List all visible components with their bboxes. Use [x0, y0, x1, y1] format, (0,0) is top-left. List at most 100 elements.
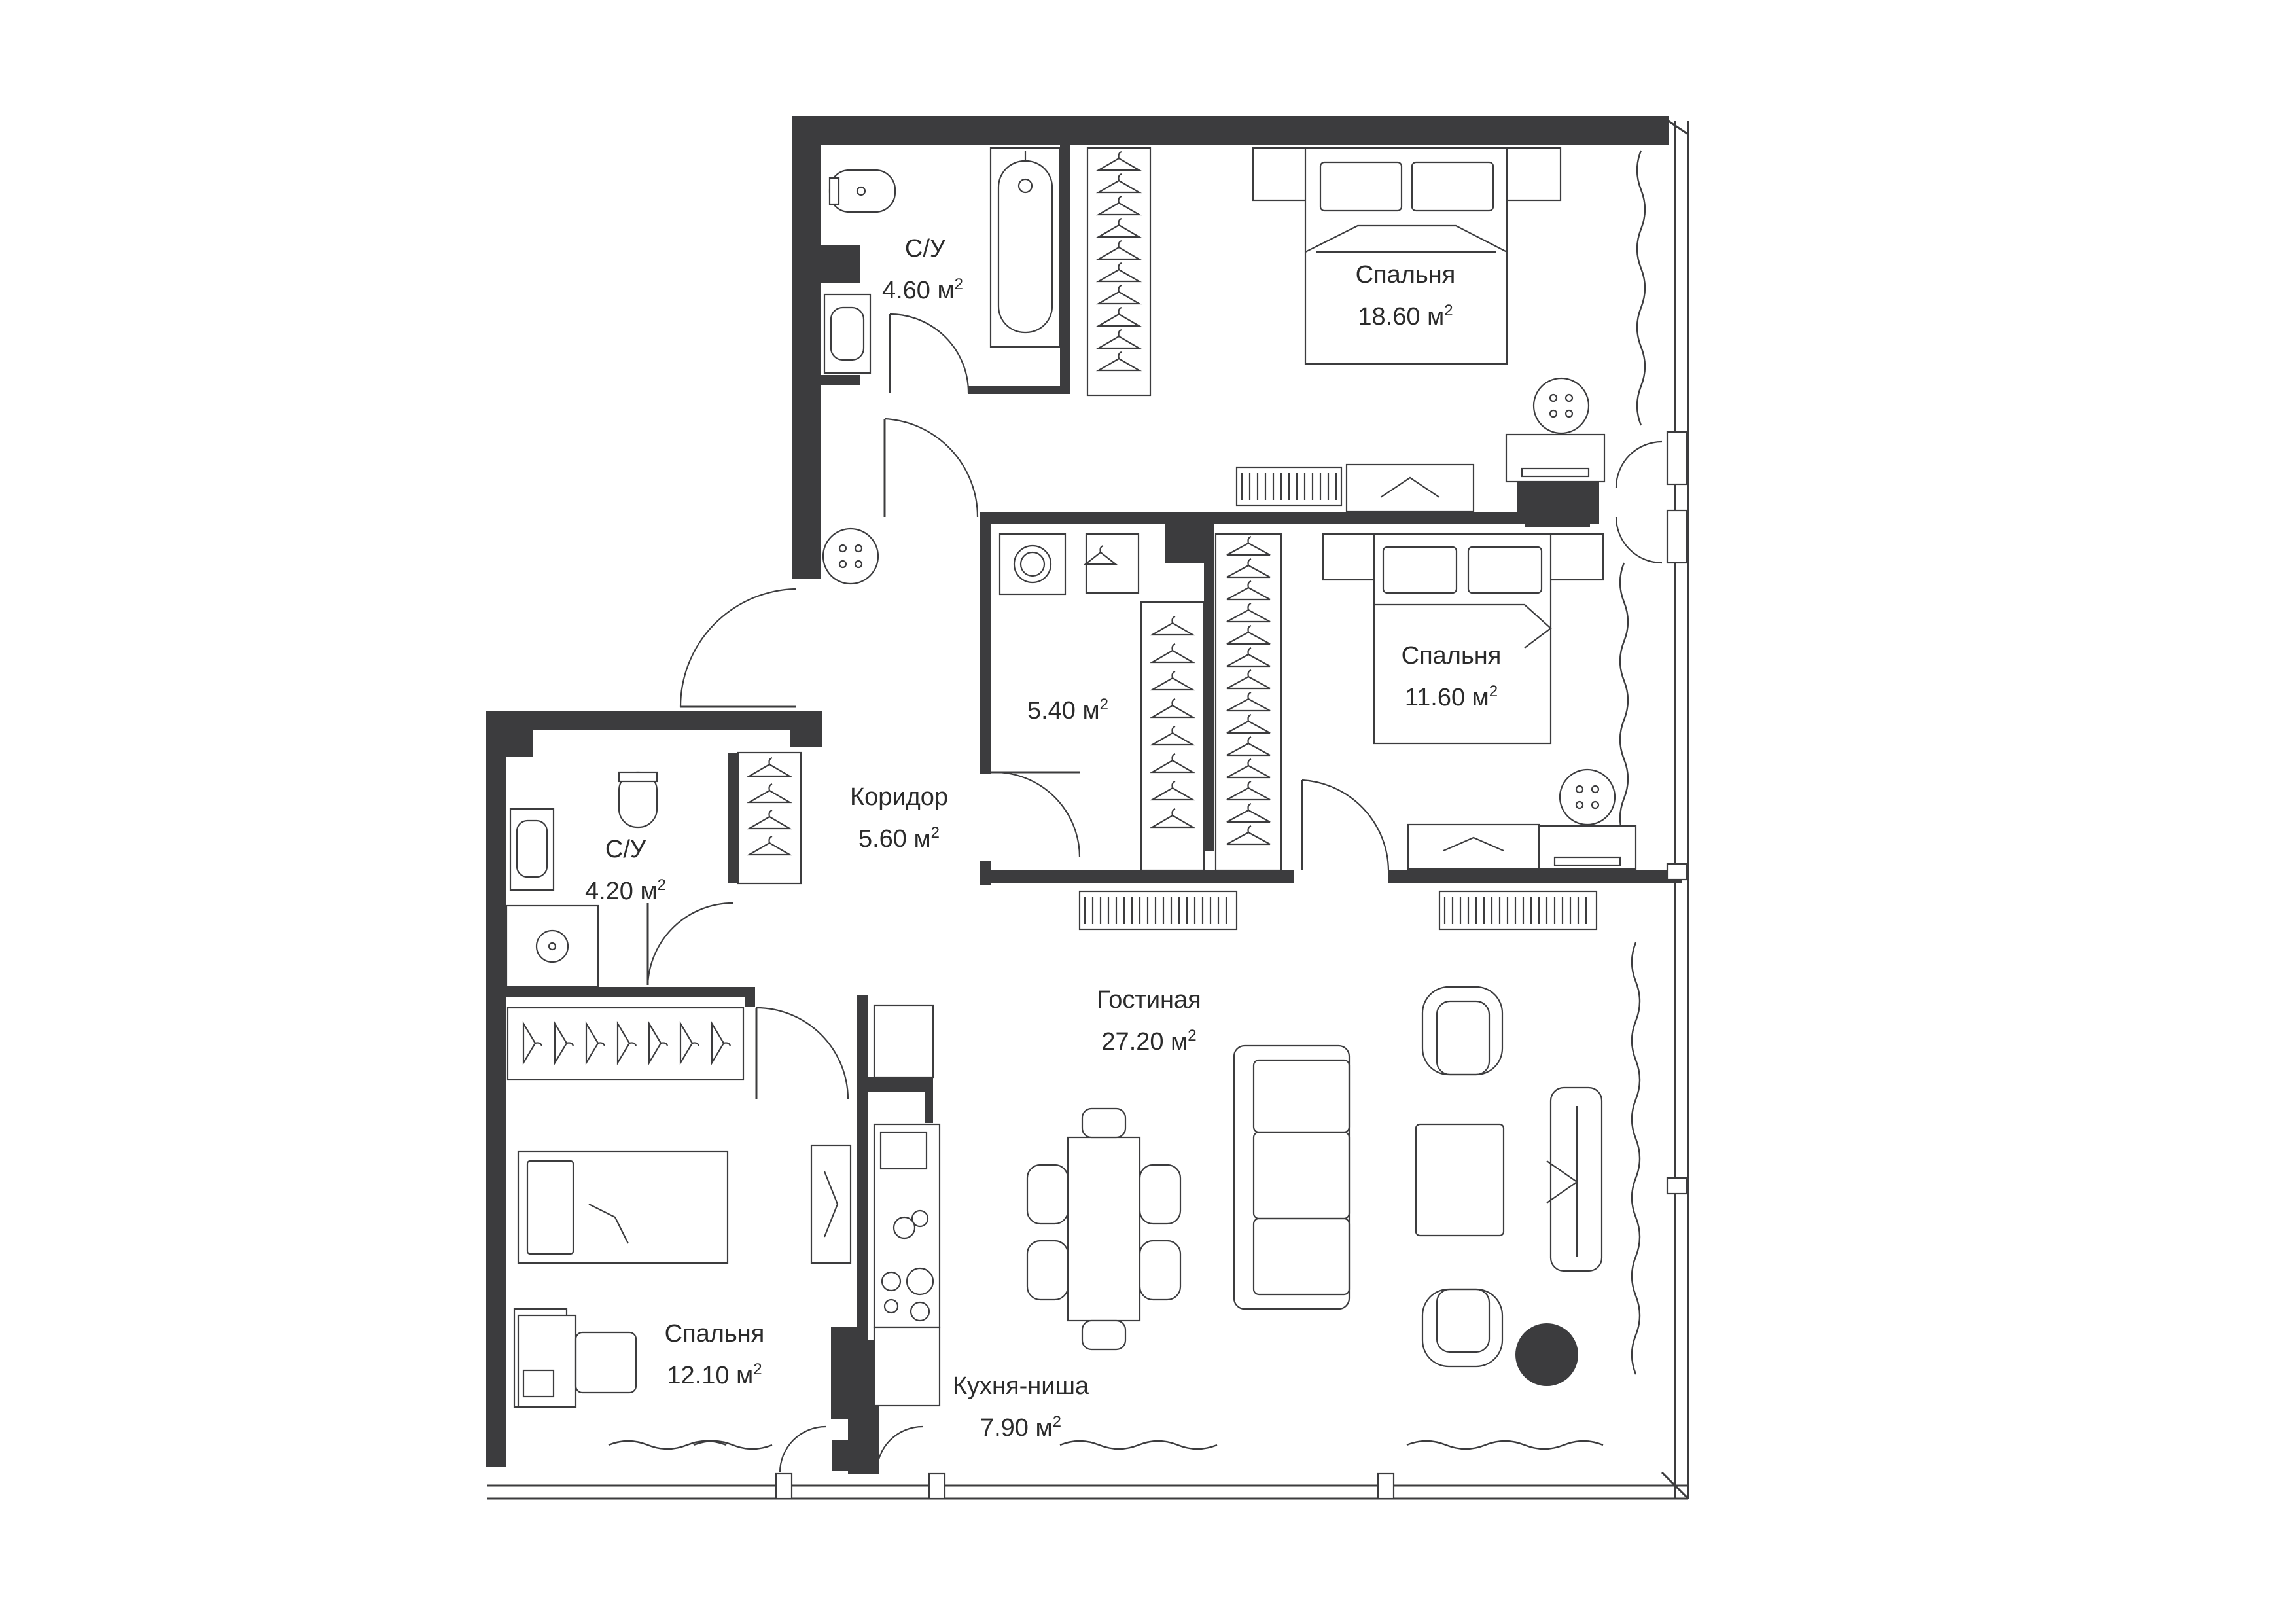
hanger-icon: [1226, 713, 1271, 734]
hanger-icon: [1149, 615, 1196, 636]
toilet-icon: [828, 169, 896, 213]
room-label-corridor: Коридор 5.60 м2: [850, 783, 948, 853]
wardrobe-bedroom3: [506, 1007, 745, 1081]
hanger-icon: [746, 809, 793, 830]
hanger-icon: [1226, 691, 1271, 712]
svg-text:С/У: С/У: [905, 235, 946, 262]
room-label-bedroom3: Спальня 12.10 м2: [665, 1320, 765, 1389]
room-labels: С/У 4.60 м2 Спальня 18.60 м2 5.40 м2 Спа…: [585, 235, 1501, 1442]
tv-console: [1546, 1086, 1603, 1272]
balcony-door-2: [1615, 440, 1663, 564]
svg-text:Спальня: Спальня: [665, 1320, 765, 1347]
hanger-icon: [616, 1021, 637, 1065]
room-label-bedroom1: Спальня 18.60 м2: [1356, 261, 1456, 330]
hanger-icon: [679, 1021, 700, 1065]
hanger-icon: [1095, 217, 1142, 238]
room-label-wardrobe: 5.40 м2: [1027, 696, 1108, 724]
hanger-icon: [1095, 151, 1142, 171]
ventilation-shaft: [822, 377, 1616, 826]
svg-text:27.20 м2: 27.20 м2: [1101, 1027, 1196, 1056]
hanger-icon: [1095, 195, 1142, 216]
hanger-icon: [1226, 758, 1271, 779]
bed-icon: [1322, 533, 1604, 745]
wardrobe-door: [989, 771, 1081, 858]
radiator-icon: [1078, 466, 1598, 931]
svg-text:5.60 м2: 5.60 м2: [858, 824, 940, 853]
hanger-icon: [585, 1021, 606, 1065]
bed-icon: [517, 1150, 729, 1264]
desk-icon: [517, 1314, 637, 1408]
hanger-icon: [1095, 284, 1142, 305]
svg-text:Гостиная: Гостиная: [1097, 986, 1201, 1014]
svg-text:4.20 м2: 4.20 м2: [585, 876, 666, 905]
hanger-icon: [1149, 698, 1196, 719]
hanger-icon: [1149, 780, 1196, 801]
bath1-door: [889, 313, 970, 393]
svg-text:Спальня: Спальня: [1402, 642, 1502, 669]
bedroom2-door: [1301, 779, 1390, 871]
sofa-icon: [1233, 1044, 1351, 1310]
bath2-door: [646, 902, 733, 986]
hanger-icon: [522, 151, 1271, 1065]
sink-icon: [823, 293, 872, 374]
room-label-kitchen: Кухня-ниша 7.90 м2: [953, 1372, 1089, 1442]
wardrobe-walkin: [1085, 533, 1282, 872]
hanger-icon: [1226, 624, 1271, 645]
hanger-icon: [1095, 351, 1142, 372]
room-label-bath1: С/У 4.60 м2: [882, 235, 963, 304]
hanger-icon: [1149, 643, 1196, 664]
svg-text:7.90 м2: 7.90 м2: [980, 1413, 1061, 1442]
hanger-icon: [1226, 535, 1271, 556]
hanger-icon: [1149, 725, 1196, 746]
hanger-icon: [1226, 558, 1271, 579]
coffee-table: [1415, 1123, 1505, 1237]
dining-table-icon: [1026, 1107, 1182, 1351]
hanger-icon: [1095, 173, 1142, 194]
exterior-walls: [486, 116, 1682, 1474]
room-label-living: Гостиная 27.20 м2: [1097, 986, 1201, 1056]
hanger-icon: [1095, 329, 1142, 349]
curtains: [608, 150, 1646, 1450]
hanger-icon: [1226, 580, 1271, 601]
svg-text:4.60 м2: 4.60 м2: [882, 276, 963, 304]
hanger-icon: [1226, 602, 1271, 623]
hanger-icon: [554, 1021, 574, 1065]
hanger-icon: [1149, 753, 1196, 774]
balcony-door-1: [779, 1425, 923, 1473]
toilet-icon: [618, 771, 658, 829]
bathtub-icon: [989, 147, 1061, 348]
plant-icon: [1515, 1323, 1578, 1386]
svg-text:11.60 м2: 11.60 м2: [1405, 683, 1498, 711]
svg-text:18.60 м2: 18.60 м2: [1358, 302, 1453, 330]
hanger-icon: [746, 783, 793, 804]
shower-icon: [505, 904, 599, 988]
hanger-icon: [1226, 736, 1271, 757]
svg-text:12.10 м2: 12.10 м2: [667, 1361, 762, 1389]
hanger-icon: [522, 1021, 543, 1065]
svg-text:Кухня-ниша: Кухня-ниша: [953, 1372, 1089, 1400]
hanger-icon: [746, 835, 793, 856]
svg-text:Коридор: Коридор: [850, 783, 948, 811]
bedroom3-door: [755, 1007, 849, 1100]
svg-text:С/У: С/У: [605, 836, 646, 863]
hanger-icon: [1095, 262, 1142, 283]
room-label-bath2: С/У 4.20 м2: [585, 836, 666, 905]
doors: [646, 313, 1663, 1473]
room-label-bedroom2: Спальня 11.60 м2: [1402, 642, 1502, 711]
hanger-icon: [711, 1021, 732, 1065]
armchair-icon: [1421, 986, 1504, 1368]
bed-icon: [1252, 147, 1562, 365]
hanger-icon: [1226, 802, 1271, 823]
hanger-icon: [1149, 670, 1196, 691]
svg-text:5.40 м2: 5.40 м2: [1027, 696, 1108, 724]
svg-text:Спальня: Спальня: [1356, 261, 1456, 289]
hanger-icon: [1226, 647, 1271, 668]
hanger-icon: [1226, 825, 1271, 846]
entrance-door: [679, 588, 796, 708]
hanger-icon: [1083, 544, 1118, 565]
wardrobe-corridor: [737, 751, 802, 885]
hanger-icon: [1149, 808, 1196, 829]
windows: [487, 120, 1689, 1500]
bedroom1-door: [883, 418, 979, 518]
